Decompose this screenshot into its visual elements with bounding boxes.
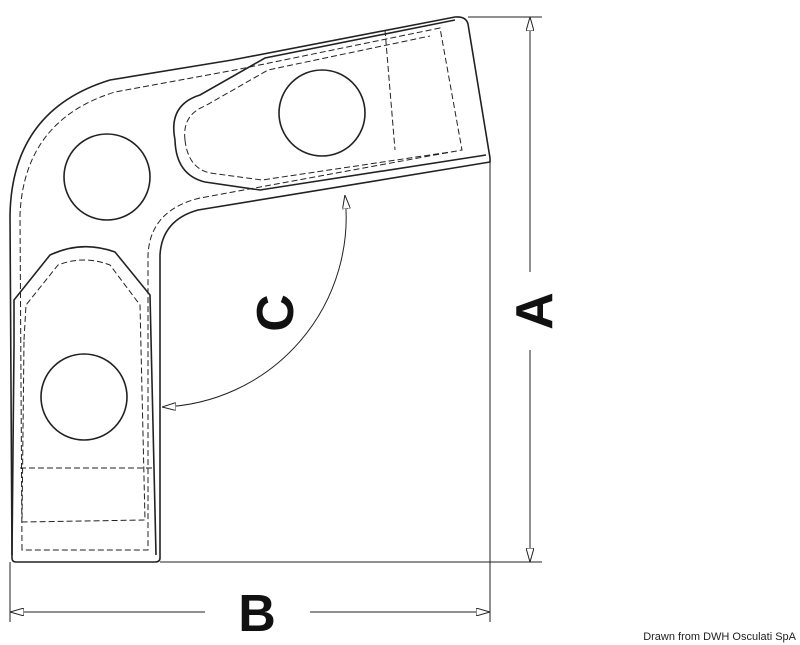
dimension-c-label: C [247, 294, 305, 332]
dimension-c-arc [163, 196, 346, 407]
top-slot-inner [184, 35, 451, 181]
elbow-inner-outline [19, 27, 463, 551]
dimension-a-label: A [506, 292, 564, 330]
bottom-slot-inner [21, 259, 146, 523]
hole-bottom [40, 353, 128, 441]
top-slot [173, 19, 487, 191]
hole-corner [63, 133, 151, 221]
top-slot-end [384, 29, 396, 151]
hole-top [278, 69, 366, 157]
drawing-credit: Drawn from DWH Osculati SpA [643, 631, 796, 643]
dimension-b-label: B [238, 585, 276, 643]
elbow-outline [9, 16, 491, 563]
bottom-slot [11, 245, 157, 556]
